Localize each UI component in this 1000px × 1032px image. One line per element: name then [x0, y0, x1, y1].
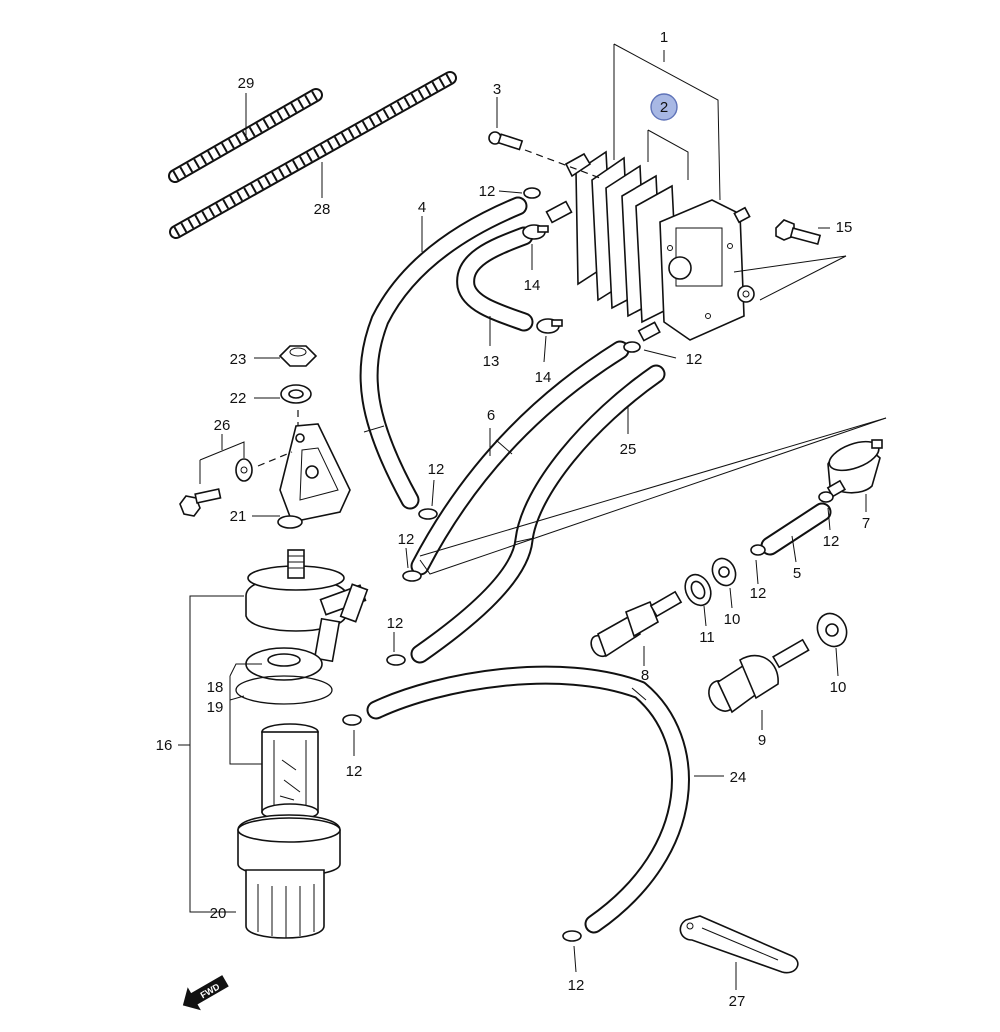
- hose-clamp-14[interactable]: [522, 224, 563, 334]
- callout-25: 25: [620, 441, 637, 458]
- hose-clip-12[interactable]: [342, 187, 834, 942]
- callout-21: 21: [230, 508, 247, 525]
- filter-element[interactable]: [261, 723, 319, 821]
- in-line-fuel-filter[interactable]: [825, 436, 883, 498]
- callout-26: 26: [214, 417, 231, 434]
- callout-20: 20: [210, 905, 227, 922]
- callout-12: 12: [479, 183, 496, 200]
- bolt-and-washer-26[interactable]: [179, 458, 253, 517]
- callout-12: 12: [346, 763, 363, 780]
- fuel-filter-assembly-16[interactable]: [245, 549, 369, 663]
- callout-1: 1: [660, 29, 668, 46]
- callout-6: 6: [487, 407, 495, 424]
- fuel-hose-6[interactable]: [410, 340, 630, 576]
- hose-clip-27[interactable]: [679, 915, 799, 974]
- seal-19[interactable]: [235, 675, 333, 705]
- callout-8: 8: [641, 667, 649, 684]
- callout-4: 4: [418, 199, 426, 216]
- callout-27: 27: [729, 993, 746, 1010]
- filter-cup-20[interactable]: [237, 814, 341, 939]
- callout-9: 9: [758, 732, 766, 749]
- fuel-filter-bracket-21[interactable]: [277, 423, 351, 529]
- callout-13: 13: [483, 353, 500, 370]
- o-ring-18[interactable]: [245, 647, 323, 681]
- callout-12: 12: [750, 585, 767, 602]
- pump-bolt-15[interactable]: [775, 219, 822, 246]
- callout-24: 24: [730, 769, 747, 786]
- callout-22: 22: [230, 390, 247, 407]
- callout-18: 18: [207, 679, 224, 696]
- callout-16: 16: [156, 737, 173, 754]
- callout-28: 28: [314, 201, 331, 218]
- fuel-hose-25[interactable]: [410, 364, 666, 664]
- fuel-hose-24[interactable]: [366, 665, 690, 934]
- fuel-hose-4[interactable]: [359, 196, 528, 510]
- nut-10[interactable]: [708, 555, 852, 652]
- fuel-connector-9[interactable]: [704, 638, 810, 716]
- callout-12: 12: [428, 461, 445, 478]
- callout-3: 3: [493, 81, 501, 98]
- callout-10: 10: [830, 679, 847, 696]
- callout-14: 14: [524, 277, 541, 294]
- washer-11[interactable]: [680, 570, 715, 609]
- washer-22[interactable]: [280, 384, 312, 404]
- callout-11: 11: [699, 629, 715, 646]
- pump-screw-3[interactable]: [488, 131, 524, 151]
- callout-10: 10: [724, 611, 741, 628]
- callout-5: 5: [793, 565, 801, 582]
- callout-19: 19: [207, 699, 224, 716]
- callout-2[interactable]: 2: [660, 99, 668, 116]
- callout-12: 12: [398, 531, 415, 548]
- callout-12: 12: [686, 351, 703, 368]
- callout-2-highlight[interactable]: [650, 93, 678, 121]
- fuel-connector-8[interactable]: [588, 590, 683, 660]
- callout-15: 15: [836, 219, 853, 236]
- fuel-hose-5[interactable]: [760, 502, 832, 556]
- callout-12: 12: [387, 615, 404, 632]
- callout-12: 12: [823, 533, 840, 550]
- callout-14: 14: [535, 369, 552, 386]
- callout-23: 23: [230, 351, 247, 368]
- fuel-pump-assembly[interactable]: [545, 150, 755, 342]
- protector-spring-28[interactable]: [169, 71, 457, 239]
- forward-direction-badge: FWD: [182, 975, 229, 1011]
- callout-7: 7: [862, 515, 870, 532]
- nut-23[interactable]: [278, 345, 318, 367]
- callout-12: 12: [568, 977, 585, 994]
- fuel-hose-13[interactable]: [456, 226, 534, 332]
- callout-29: 29: [238, 75, 255, 92]
